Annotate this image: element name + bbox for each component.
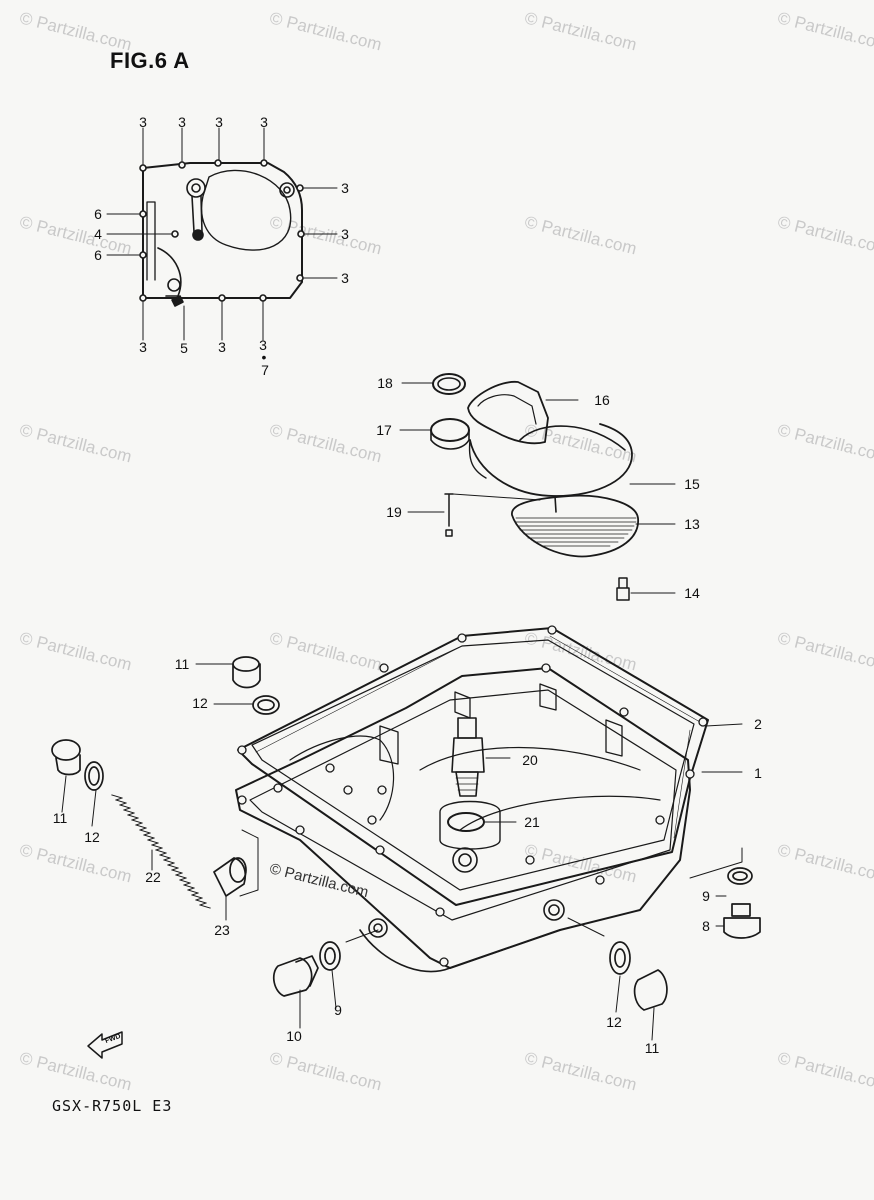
callout-7: 7	[261, 362, 269, 378]
o-ring-21	[447, 812, 485, 832]
callout-18: 18	[377, 375, 393, 391]
callout-19: 19	[386, 504, 402, 520]
callout-3: 3	[178, 114, 186, 130]
callout-3: 3	[260, 114, 268, 130]
callout-3: 3	[218, 339, 226, 355]
callout-5: 5	[180, 340, 188, 356]
callout-6: 6	[94, 206, 102, 222]
callout-2: 2	[754, 716, 762, 732]
callout-3: 3	[139, 114, 147, 130]
oil-strainer-group	[399, 373, 676, 601]
oil-pan	[235, 625, 709, 973]
callout-22: 22	[145, 869, 161, 885]
callout-12: 12	[192, 695, 208, 711]
callout-3: 3	[215, 114, 223, 130]
model-code: GSX-R750L E3	[52, 1097, 173, 1115]
callout-10: 10	[286, 1028, 302, 1044]
callout-3: 3	[341, 226, 349, 242]
callout-21: 21	[524, 814, 540, 830]
drain-plug-8	[689, 847, 761, 939]
callout-9: 9	[334, 1002, 342, 1018]
callout-12: 12	[84, 829, 100, 845]
callout-11: 11	[174, 656, 190, 672]
callout-3: 3	[341, 270, 349, 286]
callout-3: 3	[341, 180, 349, 196]
callout-11: 11	[644, 1040, 660, 1056]
callout-15: 15	[684, 476, 700, 492]
callout-3: 3	[139, 339, 147, 355]
callout-9: 9	[702, 888, 710, 904]
callout-12: 12	[606, 1014, 622, 1030]
oil-pan-gasket-diagram	[106, 127, 338, 341]
callout-3: 3	[259, 337, 267, 353]
callout-16: 16	[594, 392, 610, 408]
callout-17: 17	[376, 422, 392, 438]
drain-plug-10	[272, 929, 379, 1029]
callout-20: 20	[522, 752, 538, 768]
figure-title: FIG.6 A	[110, 48, 190, 73]
callout-8: 8	[702, 918, 710, 934]
leader-lines	[61, 663, 743, 927]
callout-1: 1	[754, 765, 762, 781]
callout-11: 11	[52, 810, 68, 826]
callout-23: 23	[214, 922, 230, 938]
callout-13: 13	[684, 516, 700, 532]
drain-plug-11-lower	[567, 917, 668, 1041]
plug-11-upper	[232, 656, 280, 715]
callout-dot: •	[261, 349, 267, 365]
callout-4: 4	[94, 226, 102, 242]
fwd-arrow-icon	[87, 1031, 123, 1059]
callout-14: 14	[684, 585, 700, 601]
callout-6: 6	[94, 247, 102, 263]
oil-pressure-switch	[451, 717, 511, 797]
relief-spring-group	[51, 739, 259, 921]
